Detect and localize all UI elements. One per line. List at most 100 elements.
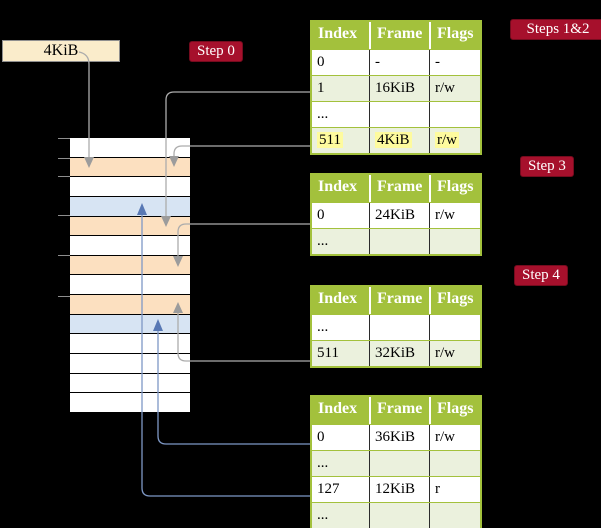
table-cell: 511 <box>312 341 369 366</box>
steps-1-2-badge: Steps 1&2 <box>510 19 601 40</box>
table-row: 511 32KiB r/w <box>312 340 480 366</box>
connector-entry0-to-frame-24kib <box>177 223 310 257</box>
table-cell: ... <box>312 503 369 528</box>
table-header-cell: Flags <box>429 22 480 49</box>
table-cell <box>369 315 429 340</box>
memory-frame-row <box>70 196 190 216</box>
table-cell: - <box>429 50 480 75</box>
table-cell-value: 127 <box>317 481 340 497</box>
table-row: ... <box>312 314 480 340</box>
table-header-cell: Flags <box>429 287 480 314</box>
memory-frame-row <box>70 216 190 236</box>
table-cell: r <box>429 477 480 502</box>
address-tick <box>58 176 70 177</box>
table-cell: 511 <box>312 128 369 153</box>
memory-frame-row <box>70 314 190 334</box>
table-cell <box>369 451 429 476</box>
root-pointer-box: 4KiB <box>2 40 120 62</box>
connector-entry511-to-frame-32kib <box>177 313 310 362</box>
table-cell: 12KiB <box>369 477 429 502</box>
table-cell: r/w <box>429 425 480 450</box>
memory-frame-row <box>70 157 190 177</box>
table-cell: ... <box>312 315 369 340</box>
table-cell-value: 1 <box>317 80 325 96</box>
table-cell-value: 24KiB <box>375 207 416 223</box>
memory-frame-row <box>70 236 190 255</box>
table-cell: 0 <box>312 425 369 450</box>
table-cell <box>369 229 429 254</box>
memory-frame-row <box>70 373 190 393</box>
memory-frame-row <box>70 295 190 314</box>
table-cell <box>429 451 480 476</box>
table-header-cell: Index <box>318 290 358 307</box>
table-cell-value: 0 <box>317 207 325 223</box>
table-cell <box>429 315 480 340</box>
address-tick <box>58 158 70 159</box>
table-cell-value: 12KiB <box>375 481 416 497</box>
step3-badge: Step 3 <box>520 156 574 177</box>
table-cell-value: 36KiB <box>375 429 416 445</box>
step4-badge: Step 4 <box>514 265 568 286</box>
table-header-cell: Flags <box>429 175 480 202</box>
table-header-cell: Frame <box>369 175 429 202</box>
table-cell: 4KiB <box>369 128 429 153</box>
table-cell <box>429 229 480 254</box>
table-header-cell: Flags <box>429 397 480 424</box>
table-cell <box>369 102 429 127</box>
table-cell-value: r <box>435 481 440 497</box>
table-header-cell: Index <box>318 178 358 195</box>
table-cell: 16KiB <box>369 76 429 101</box>
table-cell-value: - <box>375 54 380 70</box>
table-row: 0 24KiB r/w <box>312 202 480 228</box>
table-header-cell: Index <box>318 25 358 42</box>
table-cell-value: ... <box>317 507 329 523</box>
table-cell-value: 4KiB <box>375 132 412 148</box>
table-cell-value: ... <box>317 319 329 335</box>
table-cell: 0 <box>312 50 369 75</box>
table-cell-value: 0 <box>317 429 325 445</box>
table-cell-value: r/w <box>435 345 455 361</box>
table-header-cell: Frame <box>369 397 429 424</box>
table-cell: 24KiB <box>369 203 429 228</box>
table-row: 127 12KiB r <box>312 476 480 502</box>
step0-badge: Step 0 <box>189 41 243 62</box>
table-cell-value: 0 <box>317 54 325 70</box>
table-cell-value: r/w <box>435 80 455 96</box>
table-row: 0 - - <box>312 49 480 75</box>
table-cell: 0 <box>312 203 369 228</box>
table-row: ... <box>312 502 480 528</box>
table-cell: r/w <box>429 341 480 366</box>
table-cell: r/w <box>429 76 480 101</box>
table-cell <box>429 102 480 127</box>
table-cell: - <box>369 50 429 75</box>
table-cell-value: r/w <box>435 207 455 223</box>
table-row: ... <box>312 450 480 476</box>
memory-frame-row <box>70 354 190 373</box>
address-tick <box>58 296 70 297</box>
table-cell-value: 16KiB <box>375 80 416 96</box>
table-cell: 36KiB <box>369 425 429 450</box>
table-header-cell: Frame <box>369 22 429 49</box>
memory-frame-row <box>70 275 190 295</box>
table-cell: r/w <box>429 203 480 228</box>
table-cell-value: 511 <box>317 132 343 148</box>
table-cell: 32KiB <box>369 341 429 366</box>
table-row: ... <box>312 101 480 127</box>
memory-frame-row <box>70 177 190 196</box>
memory-frame-row <box>70 393 190 412</box>
table-cell-value: 511 <box>317 345 339 361</box>
table-cell-value: ... <box>317 455 329 471</box>
connector-entry511-to-frame-4kib <box>173 145 310 157</box>
table-cell: 1 <box>312 76 369 101</box>
address-tick <box>58 255 70 256</box>
table-cell: ... <box>312 229 369 254</box>
table-cell-value: - <box>435 54 440 70</box>
